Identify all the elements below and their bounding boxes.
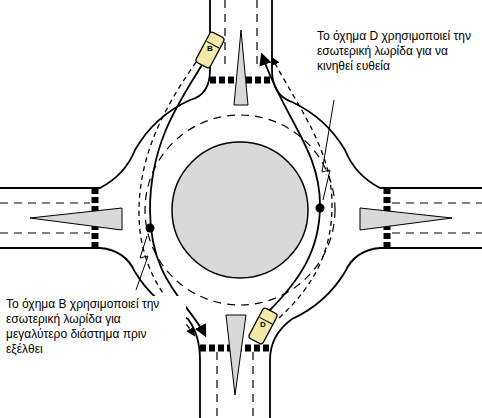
vehicle-b bbox=[195, 31, 225, 69]
callout-leaders bbox=[136, 100, 334, 290]
lane-line bbox=[0, 202, 90, 203]
vehicle-d-path bbox=[262, 55, 320, 312]
lane-line bbox=[216, 352, 217, 418]
callout-text: Το όχημα B χρησιμοποιεί την εσωτερική λω… bbox=[4, 296, 186, 358]
lane-line bbox=[256, 0, 257, 70]
vehicle-paths bbox=[139, 55, 332, 335]
callout-text: Το όχημα D χρησιμοποιεί την εσωτερική λω… bbox=[315, 28, 479, 75]
vehicle-letter: B bbox=[204, 45, 216, 53]
vehicle-b-alt-path bbox=[139, 62, 196, 335]
lane-line bbox=[392, 202, 482, 203]
lane-line bbox=[252, 352, 253, 418]
ring-lane-line bbox=[145, 115, 335, 305]
central-island bbox=[172, 142, 308, 278]
splitter-island bbox=[226, 315, 246, 395]
splitter-island bbox=[360, 208, 452, 230]
car-body bbox=[195, 31, 225, 69]
splitter-island bbox=[234, 30, 248, 105]
lane-line bbox=[224, 0, 225, 70]
vehicle-b-path bbox=[150, 60, 205, 335]
car-body bbox=[248, 307, 278, 345]
vehicle-letter: D bbox=[257, 321, 269, 329]
road-edge bbox=[272, 0, 482, 188]
zigzag-leader bbox=[322, 100, 334, 200]
road-edge bbox=[270, 248, 482, 418]
vehicle-d-alt-path bbox=[272, 58, 332, 318]
lane-line bbox=[392, 232, 482, 233]
vehicle-d bbox=[248, 307, 278, 345]
reference-dot bbox=[146, 224, 155, 233]
lane-line bbox=[0, 232, 90, 233]
zigzag-leader bbox=[136, 236, 148, 290]
road-edge bbox=[0, 0, 210, 188]
splitter-island bbox=[30, 208, 122, 230]
reference-dot bbox=[316, 204, 325, 213]
